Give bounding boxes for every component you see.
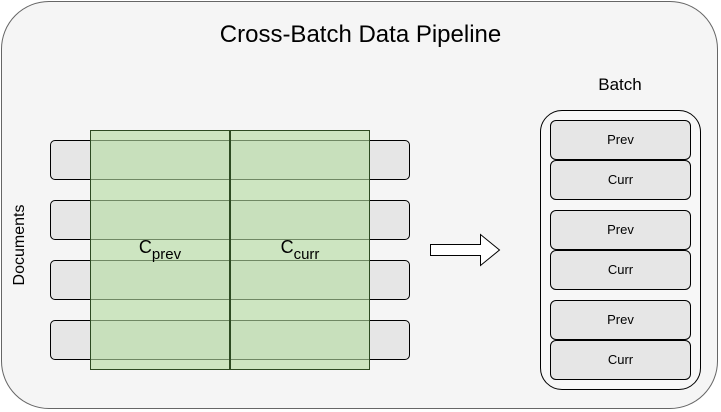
batch-item-prev: Prev	[550, 210, 691, 250]
batch-label: Batch	[598, 75, 642, 94]
batch-item-curr: Curr	[550, 340, 691, 380]
chunk-curr-subscript: curr	[293, 246, 320, 263]
right-arrow-icon	[430, 233, 501, 267]
chunk-prev-subscript: prev	[151, 246, 182, 263]
chunk-curr-label: Ccurr	[230, 236, 370, 262]
batch-item-curr: Curr	[550, 160, 691, 200]
chunk-curr-base: C	[280, 237, 294, 257]
chunk-prev-label: Cprev	[90, 236, 230, 262]
chunk-curr-region	[230, 130, 370, 370]
chunk-prev-base: C	[138, 237, 152, 257]
batch-item-prev: Prev	[550, 120, 691, 160]
chunk-prev-region	[90, 130, 230, 370]
diagram-title: Cross-Batch Data Pipeline	[219, 21, 502, 48]
batch-item-prev: Prev	[550, 300, 691, 340]
documents-label-text: Documents	[11, 204, 28, 286]
batch-item-curr: Curr	[550, 250, 691, 290]
